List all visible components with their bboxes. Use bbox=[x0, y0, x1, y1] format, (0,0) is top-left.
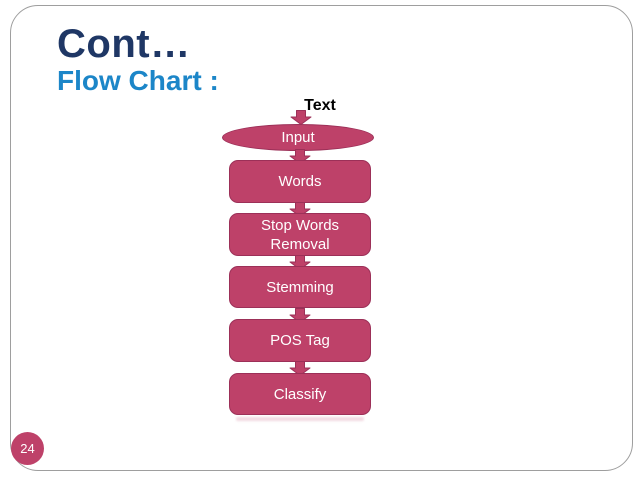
page-number: 24 bbox=[20, 441, 35, 456]
slide-title: Cont… bbox=[57, 22, 191, 66]
flowchart-node-classify: Classify bbox=[229, 373, 371, 415]
arrow-down-icon bbox=[290, 110, 312, 125]
arrow-down-icon bbox=[289, 149, 311, 164]
flowchart-start-label: Text bbox=[304, 97, 336, 114]
arrow-down-icon bbox=[289, 255, 311, 270]
node-reflection bbox=[236, 417, 364, 421]
slide-subtitle: Flow Chart : bbox=[57, 65, 219, 96]
flowchart: Text Input Words Stop Words Removal Stem… bbox=[11, 6, 634, 472]
flowchart-node-stemming: Stemming bbox=[229, 266, 371, 308]
arrow-down-icon bbox=[289, 308, 311, 323]
flowchart-node-pos-tag: POS Tag bbox=[229, 319, 371, 362]
arrow-down-icon bbox=[289, 361, 311, 376]
arrow-down-icon bbox=[289, 202, 311, 217]
flowchart-node-words: Words bbox=[229, 160, 371, 203]
flowchart-node-stop-words-removal: Stop Words Removal bbox=[229, 213, 371, 256]
slide-frame: Cont… Flow Chart : Text Input Words Stop… bbox=[10, 5, 633, 471]
page-number-badge: 24 bbox=[11, 432, 44, 465]
flowchart-node-input: Input bbox=[222, 124, 374, 151]
